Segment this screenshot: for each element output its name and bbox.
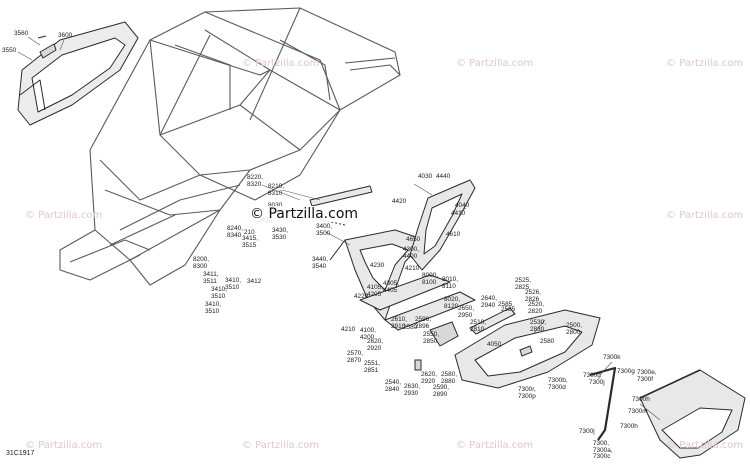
part-callout: 2570, 2870 (347, 350, 363, 364)
part-callout: 3410, 3510 (205, 301, 221, 315)
watermark-faint: © Partzilla.com (666, 440, 744, 451)
rear-door-panel (17, 21, 139, 126)
part-callout: 4305, 4405 (383, 280, 399, 294)
diagram-code: 31C1917 (6, 450, 35, 457)
part-callout: 3411, 3511 (203, 271, 219, 285)
part-callout: 7300h (632, 396, 650, 403)
part-callout: 2596, 2896 (415, 316, 431, 330)
part-callout: 2640, 2940 (481, 295, 497, 309)
part-callout: 210 (244, 229, 255, 236)
watermark-faint: © Partzilla.com (456, 58, 534, 69)
part-callout: 4100, 4200 (360, 327, 376, 341)
part-callout: 2580 (403, 324, 418, 331)
part-callout: 7300j (589, 379, 605, 386)
part-callout: 3410, 3510 (211, 286, 227, 300)
part-callout: 2620, 2920 (367, 338, 383, 352)
part-callout: 2520, 2820 (528, 301, 544, 315)
part-callout: 7300e, 7300f (637, 369, 657, 383)
part-callout: 3430, 3530 (272, 227, 288, 241)
part-callout: 3600 (58, 32, 73, 39)
part-callout: 2610, 2910 (391, 316, 407, 330)
part-callout: 7300r, 7300p (518, 386, 536, 400)
part-callout: 2580, 2880 (441, 371, 457, 385)
part-callout: 7300g (583, 372, 601, 379)
leader-lines (17, 36, 661, 421)
part-callout: 7300b, 7300d (548, 377, 568, 391)
part-callout: 8220, 8320 (247, 174, 263, 188)
part-callout: 8210, 8310 (268, 183, 284, 197)
part-callout: 4440 (436, 173, 451, 180)
part-callout: 7300m (628, 408, 648, 415)
part-callout: 2510, 2810 (470, 319, 486, 333)
part-callout: 4610 (446, 231, 461, 238)
part-callout: 2530, 2830 (530, 319, 546, 333)
part-callout: 2540, 2840 (385, 379, 401, 393)
part-callout: 8240, 8340 (227, 225, 243, 239)
part-callout: 3440, 3540 (312, 256, 328, 270)
part-callout: 2580 (540, 338, 555, 345)
side-panel-3400 (299, 214, 426, 321)
part-callout: 4300, 4400 (403, 246, 419, 260)
part-callout: 7300h (620, 423, 638, 430)
part-callout: 3412 (247, 278, 262, 285)
watermark-faint: © Partzilla.com (666, 58, 744, 69)
part-callout: 3400, 3500 (316, 223, 332, 237)
part-callout: 2620, 2920 (421, 371, 437, 385)
part-callout: 4210 (341, 326, 356, 333)
part-callout: 3550 (2, 47, 17, 54)
part-callout: 4105, 4205 (367, 284, 383, 298)
vehicle-frame (59, 7, 401, 286)
hardware-parts (414, 321, 533, 371)
part-callout: 7300, 7300a, 7300c (593, 440, 613, 461)
part-callout: 8200, 8300 (193, 256, 209, 270)
watermark-faint: © Partzilla.com (242, 440, 320, 451)
part-callout: 2585 (498, 301, 513, 308)
part-callout: 2551, 2851 (364, 360, 380, 374)
watermark-faint: © Partzilla.com (25, 440, 103, 451)
part-callout: 7300k (603, 354, 621, 361)
watermark-faint: © Partzilla.com (456, 440, 534, 451)
part-callout: 3415, 3515 (242, 235, 258, 249)
part-callout: 4230 (370, 262, 385, 269)
part-callout: 4220 (354, 293, 369, 300)
part-callout: 8000, 8100 (422, 272, 438, 286)
part-callout: 2525, 2825 (515, 277, 531, 291)
watermark-faint: © Partzilla.com (25, 210, 103, 221)
part-callout: 4410 (451, 210, 466, 217)
part-callout: 2500, 2800 (566, 322, 582, 336)
part-callout: 2650, 2950 (458, 305, 474, 319)
part-callout: 8020, 8120 (444, 296, 460, 310)
door-net-7300 (589, 366, 746, 459)
part-callout: 2550, 2850 (423, 331, 439, 345)
part-callout: 4650 (406, 236, 421, 243)
part-callout: 4420 (392, 198, 407, 205)
part-callout: 4050 (487, 341, 502, 348)
part-callout: 7300g (617, 368, 635, 375)
upper-door-4400 (409, 179, 476, 271)
part-callout: 3560 (14, 30, 29, 37)
watermark-faint: © Partzilla.com (666, 210, 744, 221)
part-callout: 4210 (405, 265, 420, 272)
rocker-panels (309, 185, 476, 331)
watermark-main: © Partzilla.com (247, 206, 362, 222)
part-callout: 4030 (418, 173, 433, 180)
part-callout: 8010, 8110 (442, 276, 458, 290)
watermark-faint: © Partzilla.com (242, 58, 320, 69)
part-callout: 3410, 3510 (225, 277, 241, 291)
part-callout: 2630, 2930 (404, 383, 420, 397)
part-callout: 2590, 2890 (433, 384, 449, 398)
part-callout: 4040 (455, 202, 470, 209)
part-callout: 2526, 2826 (525, 289, 541, 303)
part-callout: 7300j (579, 428, 595, 435)
part-callout: 2585 (501, 306, 516, 313)
